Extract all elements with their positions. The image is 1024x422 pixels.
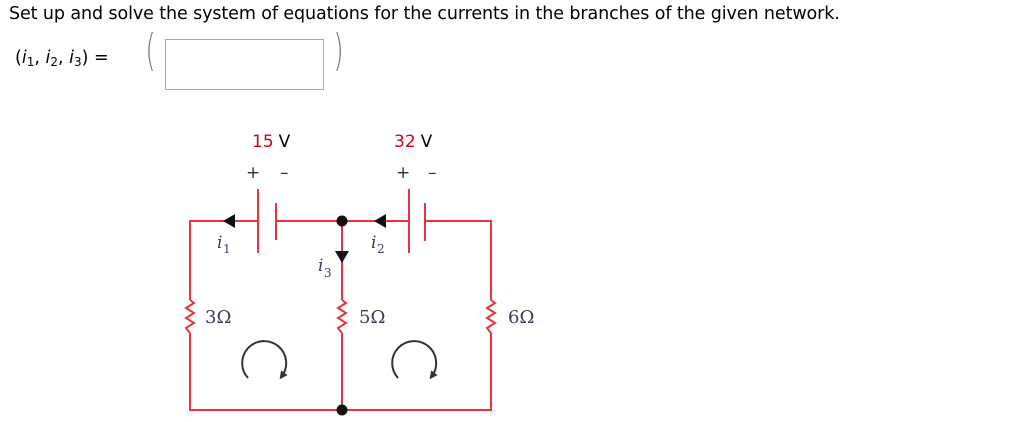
resistor-5-ohm-label: 5Ω <box>359 307 385 328</box>
answer-label-i1: i <box>21 48 27 68</box>
battery-15v-plus: + <box>246 163 260 183</box>
current-i3-label: i <box>318 256 323 276</box>
current-i1-label: i <box>217 233 222 253</box>
loop-2-clockwise-icon <box>391 340 438 380</box>
resistor-3-ohm-label: 3Ω <box>205 307 231 328</box>
battery-32v-plus: + <box>396 163 410 183</box>
answer-label-sep: , <box>34 48 46 68</box>
current-i2-arrow-icon <box>374 214 386 228</box>
battery-32v-minus: – <box>428 163 437 183</box>
answer-label-i2: i <box>45 48 51 68</box>
wire-left-top <box>189 220 258 300</box>
battery-15v-minus: – <box>280 163 289 183</box>
resistor-6-ohm <box>485 299 497 334</box>
current-i3-sub: 3 <box>324 266 332 280</box>
answer-label-sep: , <box>58 48 70 68</box>
answer-label-open: ( <box>15 48 22 68</box>
resistor-5-ohm <box>336 299 348 334</box>
current-i3-arrow-icon <box>335 251 349 263</box>
current-i2-sub: 2 <box>377 242 385 256</box>
right-paren: ) <box>333 25 344 76</box>
resistor-6-ohm-label: 6Ω <box>508 307 534 328</box>
wire-right-top <box>425 220 492 300</box>
answer-input[interactable] <box>165 39 324 90</box>
current-i1-arrow-icon <box>223 214 235 228</box>
loop-1-clockwise-icon <box>241 340 288 380</box>
answer-label-i3: i <box>69 48 75 68</box>
answer-label-close: ) = <box>81 48 109 68</box>
wire-bottom <box>189 333 492 411</box>
current-i2-label: i <box>371 233 376 253</box>
answer-label-i2-sub: 2 <box>50 55 58 69</box>
node-top <box>336 215 348 227</box>
answer-label: (i1, i2, i3) = <box>15 48 109 69</box>
question-prompt: Set up and solve the system of equations… <box>9 4 840 24</box>
answer-label-i3-sub: 3 <box>74 55 82 69</box>
current-i1-sub: 1 <box>223 242 231 256</box>
answer-label-i1-sub: 1 <box>26 55 35 69</box>
node-bottom <box>336 404 348 416</box>
resistor-3-ohm <box>184 299 196 334</box>
left-paren: ( <box>145 25 156 76</box>
